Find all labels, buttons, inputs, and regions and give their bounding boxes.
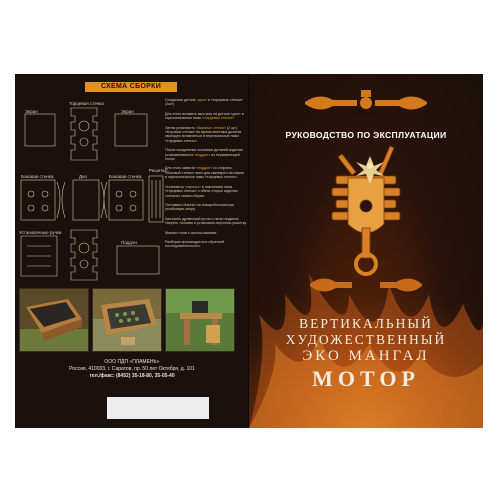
company-address: Россия, 410033, г. Саратов, пр. 50 лет О… [69, 366, 195, 372]
side-wall-right-part [108, 179, 144, 221]
bottom-part [72, 179, 100, 221]
left-page: СХЕМА СБОРКИ [15, 74, 249, 428]
company-name: ООО ПДП «ПЛАМЕНЬ» [104, 359, 160, 365]
label-grate: Решетка [149, 168, 167, 173]
label-handles: Установочные ручки [19, 230, 62, 235]
side-wall-left-part [20, 179, 56, 221]
photo-open-grill [92, 288, 162, 352]
label-end-wall: Торцевая стенка [69, 101, 104, 106]
title-line-artistic: ХУДОЖЕСТВЕННЫЙ [285, 332, 447, 347]
handles-part [20, 235, 58, 277]
manual-title: РУКОВОДСТВО ПО ЭКСПЛУАТАЦИИ [285, 130, 447, 140]
step-4: После соединения основных деталей издели… [165, 148, 243, 162]
step-1: Соединить деталь «дно» и «торцевые стенк… [165, 98, 243, 107]
title-line-vertical: ВЕРТИКАЛЬНЫЙ [299, 316, 433, 331]
assembly-diagram: Экран Торцевая стенка Экран Боковая стен… [17, 96, 167, 286]
step-5: Для этого завести «поддон» со стороны «б… [165, 166, 245, 180]
step-highlight: «экраны» [184, 184, 201, 189]
step-9: Мангал готов к использованию. [165, 230, 218, 235]
end-wall-part-bottom [70, 229, 98, 281]
top-ornament [305, 90, 427, 110]
step-7: Поставить Мангал на пожаробезопасную уст… [165, 202, 234, 212]
label-screen-right: Экран [121, 109, 134, 114]
engine-emblem-icon [310, 145, 422, 292]
assembly-diagram-drawing [20, 107, 164, 281]
right-page: РУКОВОДСТВО ПО ЭКСПЛУАТАЦИИ ВЕРТИКАЛЬНЫЙ… [249, 74, 483, 428]
label-side-wall-right: Боковая стенка [109, 174, 142, 179]
label-side-wall-left: Боковая стенка [21, 174, 54, 179]
assembly-scheme-title: СХЕМА СБОРКИ [85, 82, 177, 92]
step-highlight: «боковые стенки» [195, 125, 226, 130]
assembly-instructions: Соединить деталь «дно» и «торцевые стенк… [165, 98, 247, 254]
label-screen-left: Экран [25, 109, 38, 114]
brochure-spread: СХЕМА СБОРКИ [15, 74, 483, 428]
screen-right-part [114, 113, 148, 147]
stand-part [116, 245, 160, 275]
screen-left-part [24, 113, 56, 147]
step-highlight: «поддон» [194, 152, 211, 157]
title-line-eco-grill: ЭКО МАНГАЛ [302, 348, 430, 364]
step-10: Разборка производится в обратной последо… [165, 239, 224, 249]
step-highlight: «поддон» [196, 166, 213, 171]
step-highlight: «дно» [196, 98, 207, 102]
label-bottom: Дно [79, 174, 88, 179]
step-2: Для этого вставить выступы на детали «дн… [165, 111, 244, 121]
photo-assembled-box [19, 288, 89, 352]
company-phone: тел./факс: (8452) 35-18-80, 35-05-40 [89, 373, 175, 379]
flames-background [249, 234, 483, 428]
step-highlight: «торцевых стенок» [202, 116, 234, 121]
step-8: Заложить древесный уголь и легко поджечь… [165, 216, 247, 226]
grate-part [148, 175, 164, 223]
step-3: Затем установить «боковые стенки» (2 шт)… [165, 125, 242, 143]
label-stand: Поддон [121, 240, 137, 245]
end-wall-part-top [70, 107, 98, 161]
photo-grill-on-table [165, 288, 235, 352]
blank-label-strip [107, 397, 209, 419]
title-line-motor: МОТОР [312, 366, 420, 391]
step-6: Установить «экраны» в наклонные пазы «то… [165, 184, 238, 198]
